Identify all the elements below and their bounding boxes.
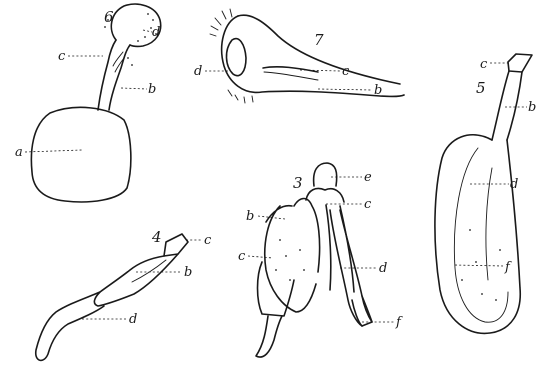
fig5-tip-c: [508, 54, 532, 72]
fig3-number: 3: [293, 174, 303, 192]
fig3-leader-c-left: [248, 256, 273, 258]
fig7-leader-c: [300, 70, 340, 71]
figure-6: 6 d c b a: [15, 4, 161, 202]
fig3-label-e: e: [364, 170, 372, 185]
fig7-eye-d: [226, 39, 246, 76]
fig5-body-inner: [454, 148, 508, 322]
fig3-lobes: [294, 188, 354, 292]
fig5-label-d: d: [510, 177, 518, 192]
fig5-label-f: f: [504, 260, 512, 275]
fig3-label-c-left: c: [238, 249, 246, 264]
fig3-tube-f: [352, 296, 372, 326]
fig7-label-c: c: [342, 64, 350, 79]
fig6-number: 6: [104, 8, 114, 26]
fig5-number: 5: [476, 79, 486, 97]
fig4-inner: [132, 260, 166, 282]
fig5-inner-f: [486, 168, 492, 280]
fig4-label-c: c: [204, 233, 212, 248]
fig5-neck-b: [492, 71, 522, 140]
fig4-number: 4: [151, 228, 162, 246]
fig7-leader-b: [318, 89, 372, 90]
fig3-knob-e: [314, 163, 337, 186]
fig6-stalk: [98, 40, 130, 110]
fig3-label-d: d: [379, 261, 387, 276]
fig3-stem: [256, 316, 282, 357]
fig7-label-b: b: [374, 83, 382, 98]
fig6-leader-d: [143, 30, 152, 32]
fig5-stipple: [461, 229, 501, 301]
fig3-label-c-top: c: [364, 197, 372, 212]
fig5-leader-f: [455, 265, 503, 266]
fig7-label-d: d: [194, 64, 202, 79]
fig3-label-b: b: [246, 209, 254, 224]
fig7-number: 7: [314, 31, 324, 49]
fig6-label-c: c: [58, 49, 66, 64]
fig7-inner-c: [263, 67, 318, 72]
fig4-head-c: [164, 234, 188, 256]
fig5-label-c: c: [480, 57, 488, 72]
fig4-label-d: d: [129, 312, 137, 327]
figure-7: 7 d c b: [194, 9, 404, 103]
figure-5: 5 c b d f: [435, 54, 536, 333]
figure-3: 3 e c b c d f: [238, 163, 403, 357]
fig6-label-a: a: [15, 145, 23, 160]
fig6-leader-b: [121, 88, 147, 89]
fig5-label-b: b: [528, 100, 536, 115]
fig6-sac-a: [31, 107, 130, 202]
figure-4: 4 c b d: [36, 228, 212, 360]
fig6-label-d: d: [152, 25, 160, 40]
fig5-body-outer: [435, 135, 520, 334]
fig7-head-top: [238, 15, 400, 84]
fig6-label-b: b: [148, 82, 156, 97]
fig3-label-f: f: [395, 315, 403, 330]
fig4-label-b: b: [184, 265, 192, 280]
fig7-inner-b: [264, 72, 318, 80]
fig6-leader-a: [25, 150, 82, 152]
fig3-stipple: [275, 239, 305, 281]
